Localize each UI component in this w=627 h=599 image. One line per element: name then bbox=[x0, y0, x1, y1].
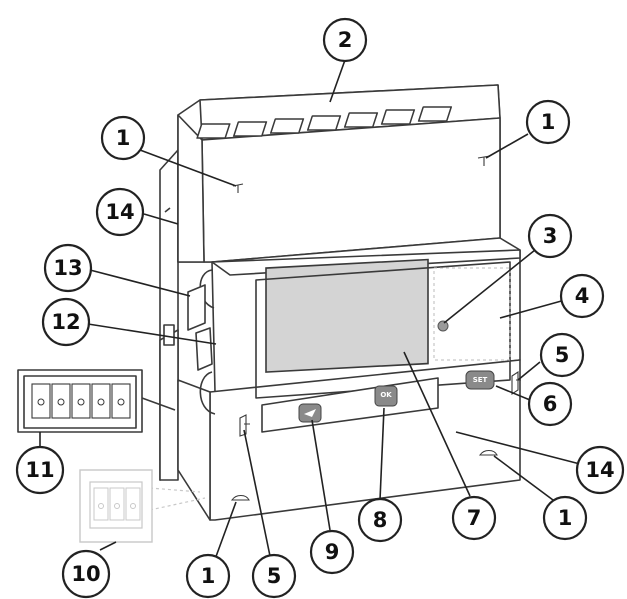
svg-text:14: 14 bbox=[585, 458, 614, 482]
callout-14-upper: 14 bbox=[95, 187, 145, 237]
leader-lines bbox=[39, 59, 581, 563]
svg-text:1: 1 bbox=[541, 110, 556, 134]
callouts: 2 1 1 14 3 13 4 12 bbox=[15, 17, 625, 599]
svg-text:9: 9 bbox=[325, 540, 340, 564]
callout-1-top-left: 1 bbox=[100, 115, 146, 161]
svg-text:13: 13 bbox=[53, 256, 82, 280]
svg-text:1: 1 bbox=[116, 126, 131, 150]
callout-10: 10 bbox=[61, 549, 111, 599]
ok-button[interactable]: OK bbox=[374, 385, 398, 407]
svg-text:4: 4 bbox=[575, 284, 590, 308]
callout-14-lower: 14 bbox=[575, 445, 625, 495]
terminal-block-11 bbox=[17, 369, 176, 433]
callout-2-top: 2 bbox=[322, 17, 368, 63]
side-opening-13 bbox=[187, 284, 206, 331]
callout-6: 6 bbox=[527, 381, 573, 427]
callout-4: 4 bbox=[559, 273, 605, 319]
set-button[interactable]: SET bbox=[465, 370, 495, 390]
callout-1-bottom-left: 1 bbox=[185, 553, 231, 599]
svg-text:2: 2 bbox=[338, 28, 353, 52]
svg-text:5: 5 bbox=[555, 343, 570, 367]
callout-9: 9 bbox=[309, 529, 355, 575]
status-led bbox=[437, 320, 449, 332]
callout-7: 7 bbox=[451, 495, 497, 541]
terminal-slots-top bbox=[196, 106, 453, 139]
callout-1-top-right: 1 bbox=[525, 99, 571, 145]
svg-text:1: 1 bbox=[201, 564, 216, 588]
svg-text:7: 7 bbox=[467, 506, 482, 530]
svg-text:11: 11 bbox=[25, 458, 54, 482]
callout-5-bottom: 5 bbox=[251, 553, 297, 599]
screw-icon bbox=[230, 494, 250, 501]
screw-icon bbox=[478, 449, 498, 456]
callout-13: 13 bbox=[43, 243, 93, 293]
back-arrow-icon bbox=[304, 409, 316, 417]
svg-text:14: 14 bbox=[105, 200, 134, 224]
callout-1-lower-right: 1 bbox=[542, 495, 588, 541]
callout-3: 3 bbox=[527, 213, 573, 259]
svg-text:6: 6 bbox=[543, 392, 558, 416]
back-button[interactable] bbox=[298, 403, 322, 423]
callout-5-right: 5 bbox=[539, 332, 585, 378]
callout-12: 12 bbox=[41, 297, 91, 347]
svg-text:1: 1 bbox=[558, 506, 573, 530]
side-clip-left bbox=[239, 414, 250, 437]
svg-text:10: 10 bbox=[71, 562, 100, 586]
svg-text:8: 8 bbox=[373, 508, 388, 532]
callout-11: 11 bbox=[15, 445, 65, 495]
lcd-display bbox=[265, 258, 429, 373]
svg-text:12: 12 bbox=[51, 310, 80, 334]
ok-button-label: OK bbox=[380, 391, 392, 399]
side-opening-12 bbox=[195, 327, 213, 371]
callout-8: 8 bbox=[357, 497, 403, 543]
info-panel bbox=[433, 267, 511, 361]
set-button-label: SET bbox=[473, 376, 488, 384]
terminal-block-10 bbox=[79, 469, 206, 543]
svg-text:5: 5 bbox=[267, 564, 282, 588]
svg-text:3: 3 bbox=[543, 224, 558, 248]
